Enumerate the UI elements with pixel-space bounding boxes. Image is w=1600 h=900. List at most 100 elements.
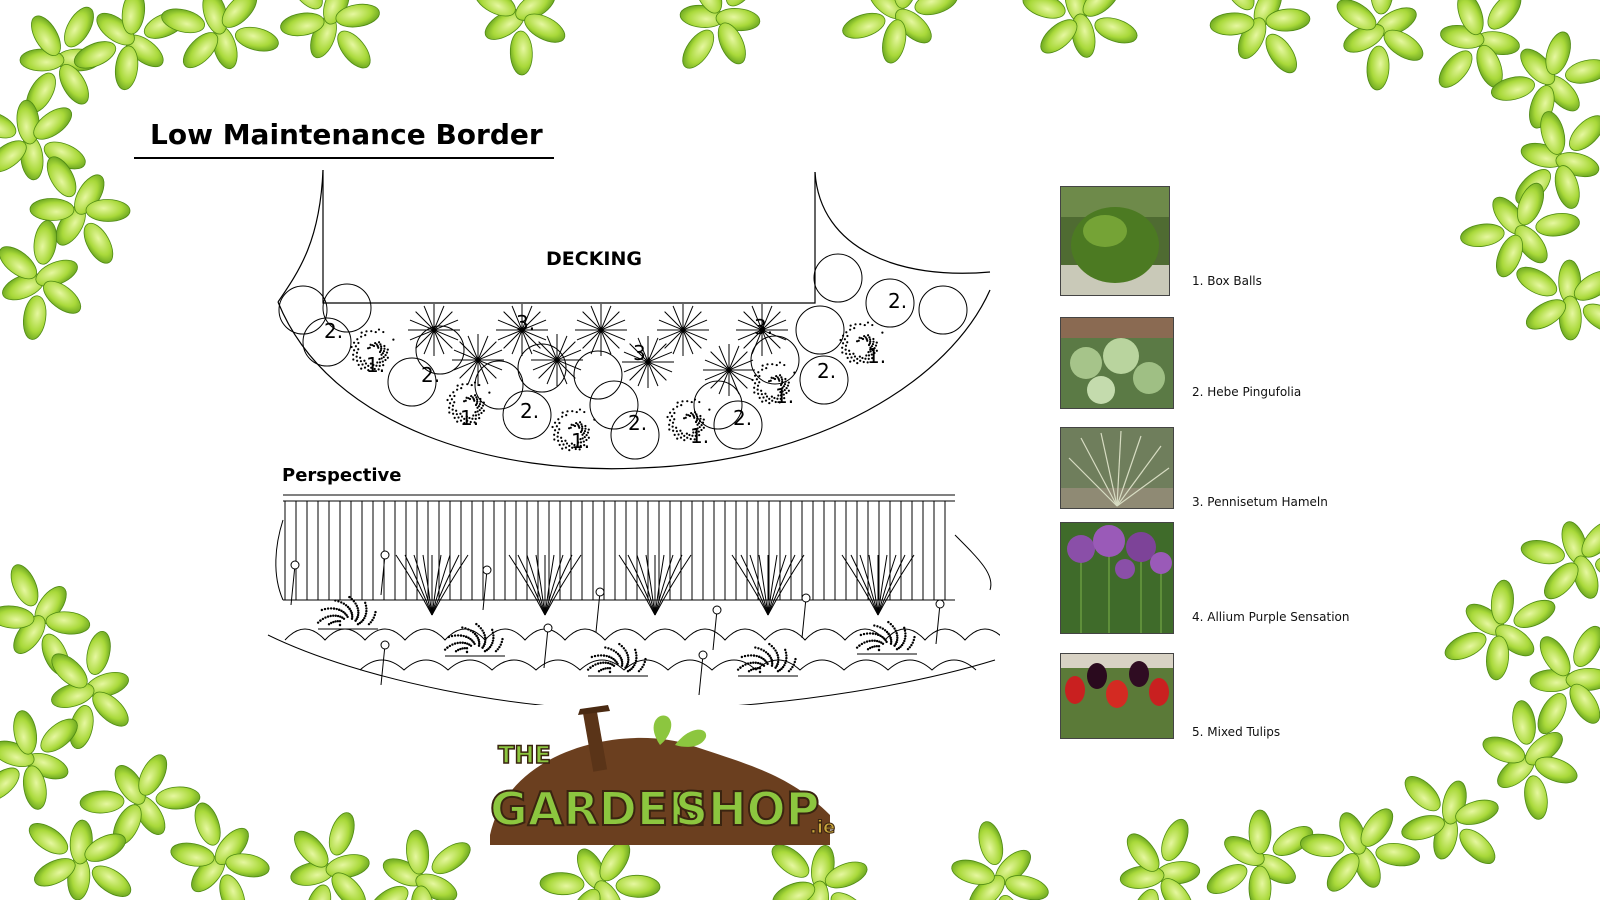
box-ball-dot [770, 664, 774, 667]
box-ball-dot [770, 660, 774, 664]
box-ball-dot [870, 345, 874, 348]
box-ball-dot [693, 416, 696, 419]
box-ball-dot [793, 660, 796, 664]
leaf-icon [1512, 700, 1536, 745]
box-ball-dot [686, 400, 689, 403]
box-ball-dot [342, 617, 346, 620]
box-ball-dot [752, 667, 755, 671]
box-ball-dot [846, 341, 849, 344]
box-ball-dot [747, 670, 751, 673]
box-ball-dot [680, 404, 683, 407]
box-ball-dot [356, 338, 359, 341]
allium-head [380, 550, 390, 560]
box-ball-dot [873, 645, 876, 648]
box-ball-dot [880, 641, 883, 644]
box-ball-dot [578, 408, 582, 411]
box-ball-dot [773, 396, 776, 400]
grass-star-stroke [453, 349, 503, 371]
box-ball-dot [343, 612, 347, 615]
box-ball-dot [363, 366, 367, 369]
grass-star-symbols [408, 304, 788, 396]
hebe-circle [795, 305, 845, 355]
grass-blade [544, 554, 582, 616]
box-ball-dot [903, 639, 906, 643]
box-ball-dot [770, 395, 773, 398]
grass-blade [859, 554, 879, 616]
box-ball-dot [853, 327, 856, 330]
box-ball-dot [702, 426, 705, 429]
leaf-icon [882, 19, 907, 64]
box-ball-dot [768, 402, 771, 405]
leaf-icon [194, 802, 221, 846]
box-ball-dot [884, 638, 887, 642]
box-ball-dot [895, 640, 898, 644]
box-ball-dot [764, 399, 768, 402]
box-ball-dot [761, 663, 764, 666]
box-ball-dot [612, 657, 615, 661]
allium-head [290, 560, 300, 570]
leaf-icon [34, 858, 76, 887]
leaf-icon [1457, 0, 1484, 36]
box-ball-dot [873, 624, 876, 627]
box-ball-dot [620, 658, 623, 662]
grass-blade [841, 554, 879, 616]
leaf-icon [1565, 59, 1600, 84]
allium-stem [698, 654, 704, 696]
leaf-icon [1520, 540, 1565, 565]
box-ball-dot [784, 661, 787, 665]
box-ball-dot [599, 668, 603, 672]
leaf-icon [1545, 31, 1571, 75]
box-ball-dot [768, 654, 771, 658]
box-ball-dot [462, 634, 465, 638]
box-ball-dot [380, 347, 383, 350]
leaf-icon [40, 718, 78, 753]
box-ball-dot [463, 641, 467, 645]
box-ball-dot [783, 383, 787, 386]
title-underline [134, 157, 554, 159]
box-ball-dot [906, 647, 910, 651]
box-ball-dot [323, 607, 327, 611]
box-ball-dot [746, 654, 750, 657]
box-ball-dot [785, 387, 788, 390]
box-ball-dot [783, 388, 786, 392]
grass-star-stroke [704, 359, 754, 381]
plant-legend-item: 5. Mixed Tulips [1060, 653, 1480, 739]
box-ball-dot [591, 664, 595, 668]
plant-number: 1. [366, 353, 385, 377]
leaf-icon [694, 0, 723, 14]
box-ball-dot [350, 597, 353, 601]
grass-blade [508, 554, 546, 616]
leaf-icon [1525, 299, 1567, 330]
box-ball-dot [787, 381, 790, 384]
hebe-circle [918, 285, 968, 335]
grass-star-stroke [737, 319, 787, 341]
leaf-icon [1444, 632, 1487, 661]
box-ball-dot [378, 364, 381, 367]
box-ball-dot [451, 408, 454, 411]
box-ball-dot [558, 421, 561, 425]
box-ball-dot [784, 651, 788, 654]
box-ball-dot [471, 396, 474, 399]
box-ball-dot [761, 400, 764, 403]
box-ball-dot [336, 614, 340, 618]
box-ball-dot [889, 622, 892, 626]
box-ball-dot [770, 376, 773, 379]
leaf-icon [337, 30, 371, 69]
plant-number: 1. [867, 344, 886, 368]
box-ball-dot [786, 384, 790, 387]
box-ball-dot [856, 357, 859, 360]
box-ball-dot [911, 641, 914, 644]
plant-number: 2. [733, 406, 752, 430]
leaf-icon [64, 6, 94, 48]
box-ball-dot [854, 323, 857, 326]
box-ball-dot [453, 416, 456, 419]
box-ball-dot [466, 419, 469, 422]
box-ball-dot [736, 668, 740, 671]
box-ball-dot [359, 360, 362, 363]
hebe-circle [387, 357, 437, 407]
box-ball-dot [696, 427, 699, 430]
leaf-icon [0, 246, 37, 280]
leaf-icon [59, 64, 89, 105]
box-ball-dot [875, 639, 879, 643]
leaf-icon [1094, 17, 1138, 44]
